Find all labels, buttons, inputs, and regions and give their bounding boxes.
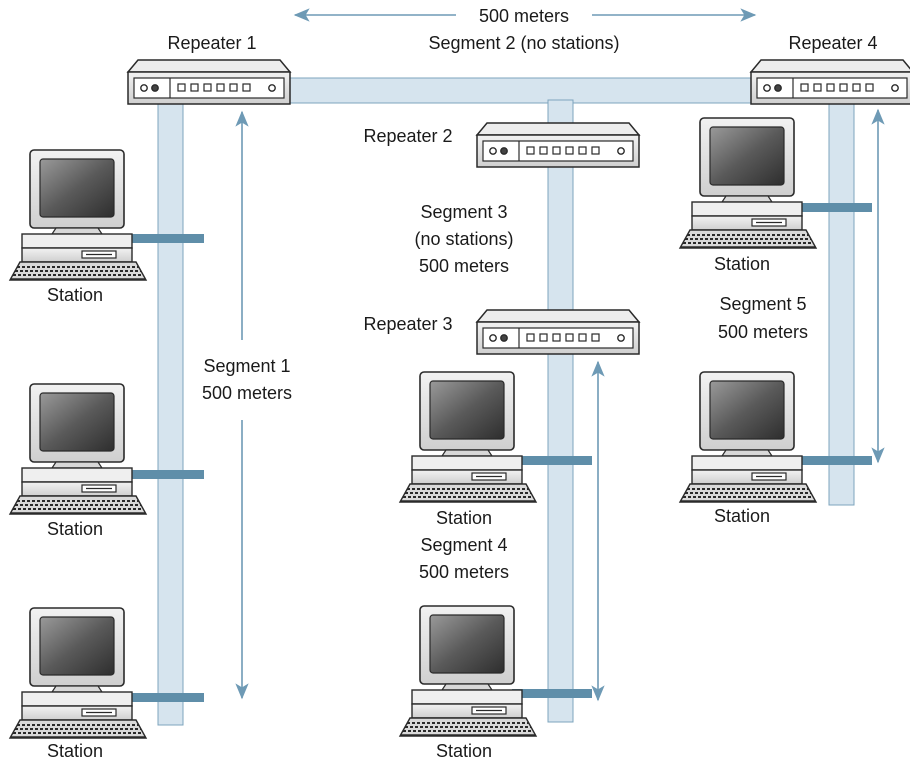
- segment-5-length: 500 meters: [718, 322, 808, 342]
- dimension-arrows: [235, 8, 885, 702]
- segment-3-4-cable: [547, 99, 574, 723]
- segment-2-cable: [289, 77, 753, 104]
- segment-5-label: Segment 5: [719, 294, 806, 314]
- drop-cable: [790, 456, 872, 465]
- segment-2-label: Segment 2 (no stations): [428, 33, 619, 53]
- drop-cable: [122, 234, 204, 243]
- repeater-hub-icon: [750, 59, 910, 105]
- station-label: Station: [714, 254, 770, 274]
- segment-3-label: Segment 3: [420, 202, 507, 222]
- repeater-hub-icon: [476, 309, 640, 355]
- segment-1-label: Segment 1: [203, 356, 290, 376]
- drop-cables: [122, 203, 872, 702]
- station-label: Station: [714, 506, 770, 526]
- drop-cable: [122, 470, 204, 479]
- drop-cable: [122, 693, 204, 702]
- station-label: Station: [47, 285, 103, 305]
- desktop-computer-icon: [399, 371, 537, 503]
- segment-4-length: 500 meters: [419, 562, 509, 582]
- drop-cable: [790, 203, 872, 212]
- repeater-hub-icon: [476, 122, 640, 168]
- repeater-2-label: Repeater 2: [363, 126, 452, 146]
- segment-1-length: 500 meters: [202, 383, 292, 403]
- repeater-3-label: Repeater 3: [363, 314, 452, 334]
- desktop-computer-icon: [9, 607, 147, 739]
- segment-1-cable: [157, 95, 184, 726]
- desktop-computer-icon: [679, 371, 817, 503]
- station-label: Station: [436, 508, 492, 528]
- drop-cable: [512, 689, 592, 698]
- top-length-label: 500 meters: [479, 6, 569, 26]
- desktop-computer-icon: [9, 383, 147, 515]
- segment-3-length: 500 meters: [419, 256, 509, 276]
- segment-5-cable: [828, 97, 855, 506]
- station-label: Station: [47, 519, 103, 539]
- segment-3-note: (no stations): [414, 229, 513, 249]
- cables: [157, 77, 855, 726]
- desktop-computer-icon: [679, 117, 817, 249]
- segment-4-label: Segment 4: [420, 535, 507, 555]
- repeater-hub-icon: [127, 59, 291, 105]
- repeater-1-label: Repeater 1: [167, 33, 256, 53]
- repeater-4-label: Repeater 4: [788, 33, 877, 53]
- desktop-computer-icon: [9, 149, 147, 281]
- station-label: Station: [47, 741, 103, 761]
- station-label: Station: [436, 741, 492, 761]
- desktop-computer-icon: [399, 605, 537, 737]
- labels: 500 meters Segment 2 (no stations) Repea…: [47, 6, 878, 761]
- drop-cable: [512, 456, 592, 465]
